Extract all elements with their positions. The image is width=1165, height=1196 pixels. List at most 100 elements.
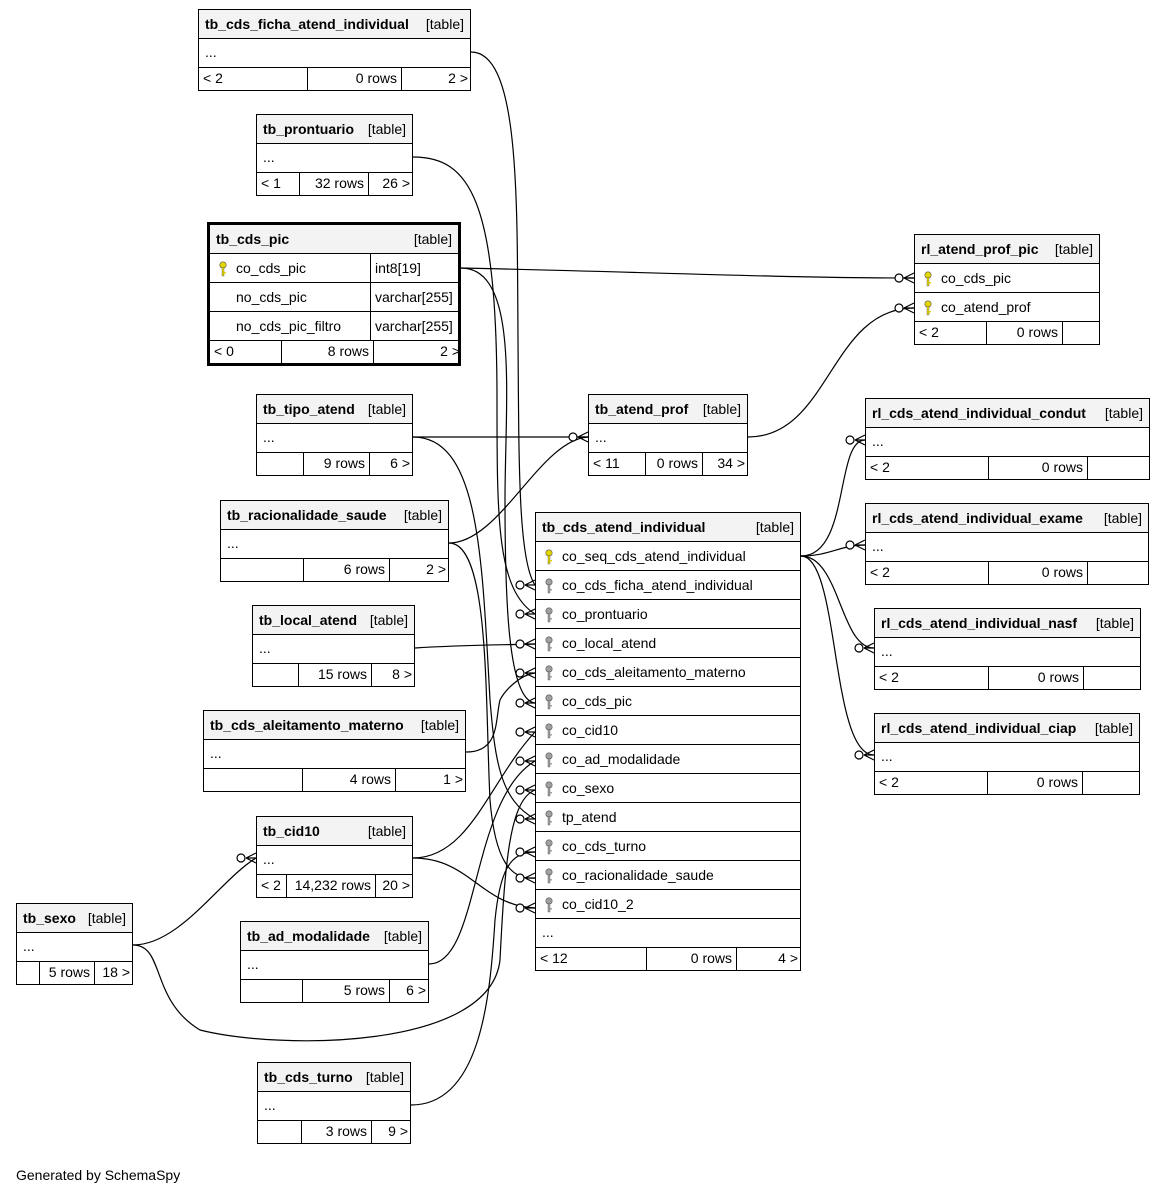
table-name[interactable]: tb_cid10 (263, 823, 320, 839)
table-name[interactable]: tb_cds_pic (216, 231, 290, 247)
column-row[interactable]: tp_atend (536, 803, 800, 832)
parents-link[interactable] (257, 453, 303, 475)
column-row[interactable]: co_cid10 (536, 716, 800, 745)
parents-link[interactable] (253, 664, 298, 686)
table-name[interactable]: tb_cds_ficha_atend_individual (205, 16, 409, 32)
children-link[interactable]: 8 > (371, 664, 416, 686)
table-rl-cds-atend-individual-condut[interactable]: rl_cds_atend_individual_condut[table]...… (865, 398, 1150, 480)
table-rl-cds-atend-individual-exame[interactable]: rl_cds_atend_individual_exame[table]...<… (865, 503, 1149, 585)
table-name[interactable]: rl_atend_prof_pic (921, 241, 1039, 257)
parents-link[interactable]: < 2 (866, 562, 988, 584)
table-name[interactable]: tb_atend_prof (595, 401, 689, 417)
children-link[interactable]: 1 > (395, 769, 467, 791)
table-name[interactable]: rl_cds_atend_individual_exame (872, 510, 1083, 526)
parents-link[interactable]: < 2 (875, 667, 988, 689)
children-link[interactable]: 20 > (375, 875, 414, 897)
relationship-line (470, 51, 536, 586)
table-name[interactable]: rl_cds_atend_individual_ciap (881, 720, 1077, 736)
parents-link[interactable]: < 2 (866, 457, 988, 479)
children-link[interactable]: 2 > (401, 68, 472, 90)
table-type: [table] (755, 519, 794, 535)
column-row[interactable]: co_cds_pic (915, 264, 1099, 293)
parents-link[interactable]: < 2 (199, 68, 307, 90)
children-link[interactable]: 18 > (94, 962, 134, 984)
column-row[interactable]: co_prontuario (536, 600, 800, 629)
children-link[interactable]: 9 > (371, 1121, 412, 1143)
parents-link[interactable] (17, 962, 39, 984)
children-link[interactable] (1083, 667, 1142, 689)
row-count: 3 rows (301, 1121, 371, 1143)
parents-link[interactable]: < 12 (536, 948, 646, 970)
table-name[interactable]: tb_tipo_atend (263, 401, 355, 417)
table-tb-cds-aleitamento-materno[interactable]: tb_cds_aleitamento_materno[table]...4 ro… (203, 710, 466, 792)
children-link[interactable]: 4 > (736, 948, 802, 970)
table-name[interactable]: tb_sexo (23, 910, 76, 926)
children-link[interactable] (1087, 562, 1150, 584)
children-link[interactable]: 6 > (389, 980, 430, 1002)
children-link[interactable]: 26 > (368, 173, 414, 195)
parents-link[interactable]: < 0 (210, 341, 281, 363)
children-link[interactable] (1087, 457, 1151, 479)
column-row[interactable]: co_ad_modalidade (536, 745, 800, 774)
parents-link[interactable] (221, 559, 303, 581)
children-link[interactable] (1062, 322, 1101, 344)
column-row[interactable]: co_atend_prof (915, 293, 1099, 322)
column-row[interactable]: co_cds_aleitamento_materno (536, 658, 800, 687)
parents-link[interactable]: < 1 (257, 173, 299, 195)
children-link[interactable]: 2 > (373, 341, 464, 363)
table-name[interactable]: tb_racionalidade_saude (227, 507, 387, 523)
column-row[interactable]: co_sexo (536, 774, 800, 803)
column-row[interactable]: co_cds_ficha_atend_individual (536, 571, 800, 600)
table-name[interactable]: tb_prontuario (263, 121, 354, 137)
table-name[interactable]: tb_ad_modalidade (247, 928, 370, 944)
column-row[interactable]: co_local_atend (536, 629, 800, 658)
footer-text: 26 > (382, 175, 410, 191)
table-tb-cds-ficha-atend-individual[interactable]: tb_cds_ficha_atend_individual[table]...<… (198, 9, 471, 91)
table-name[interactable]: tb_cds_aleitamento_materno (210, 717, 404, 733)
ellipsis-text: ... (595, 429, 607, 445)
table-name[interactable]: tb_cds_atend_individual (542, 519, 706, 535)
column-row[interactable]: co_cid10_2 (536, 890, 800, 919)
column-row[interactable]: co_cds_turno (536, 832, 800, 861)
table-type: [table] (1095, 615, 1134, 631)
table-name[interactable]: rl_cds_atend_individual_condut (872, 405, 1086, 421)
children-link[interactable]: 2 > (389, 559, 450, 581)
table-tb-cds-atend-individual[interactable]: tb_cds_atend_individual [table] co_seq_cds… (535, 512, 801, 971)
column-row[interactable]: co_cds_pic (536, 687, 800, 716)
table-name[interactable]: tb_local_atend (259, 612, 358, 628)
parents-link[interactable]: < 11 (589, 453, 645, 475)
children-link[interactable] (1082, 772, 1141, 794)
table-rl-cds-atend-individual-nasf[interactable]: rl_cds_atend_individual_nasf[table]...< … (874, 608, 1141, 690)
children-link[interactable]: 6 > (369, 453, 414, 475)
column-row[interactable]: co_seq_cds_atend_individual (536, 542, 800, 571)
relationship-line (460, 267, 536, 704)
table-type: [table] (383, 928, 422, 944)
footer-text: 18 > (102, 964, 130, 980)
parents-link[interactable]: < 2 (257, 875, 286, 897)
parents-link[interactable] (241, 980, 302, 1002)
children-link[interactable]: 34 > (702, 453, 749, 475)
parents-link[interactable]: < 2 (915, 322, 986, 344)
parents-link[interactable]: < 2 (875, 772, 987, 794)
table-name[interactable]: rl_cds_atend_individual_nasf (881, 615, 1078, 631)
column-row[interactable]: co_racionalidade_saude (536, 861, 800, 890)
table-name[interactable]: tb_cds_turno (264, 1069, 353, 1085)
parents-link[interactable] (258, 1121, 301, 1143)
table-rl-cds-atend-individual-ciap[interactable]: rl_cds_atend_individual_ciap[table]...< … (874, 713, 1140, 795)
table-header: tb_cid10[table] (257, 817, 412, 846)
parents-link[interactable] (204, 769, 302, 791)
